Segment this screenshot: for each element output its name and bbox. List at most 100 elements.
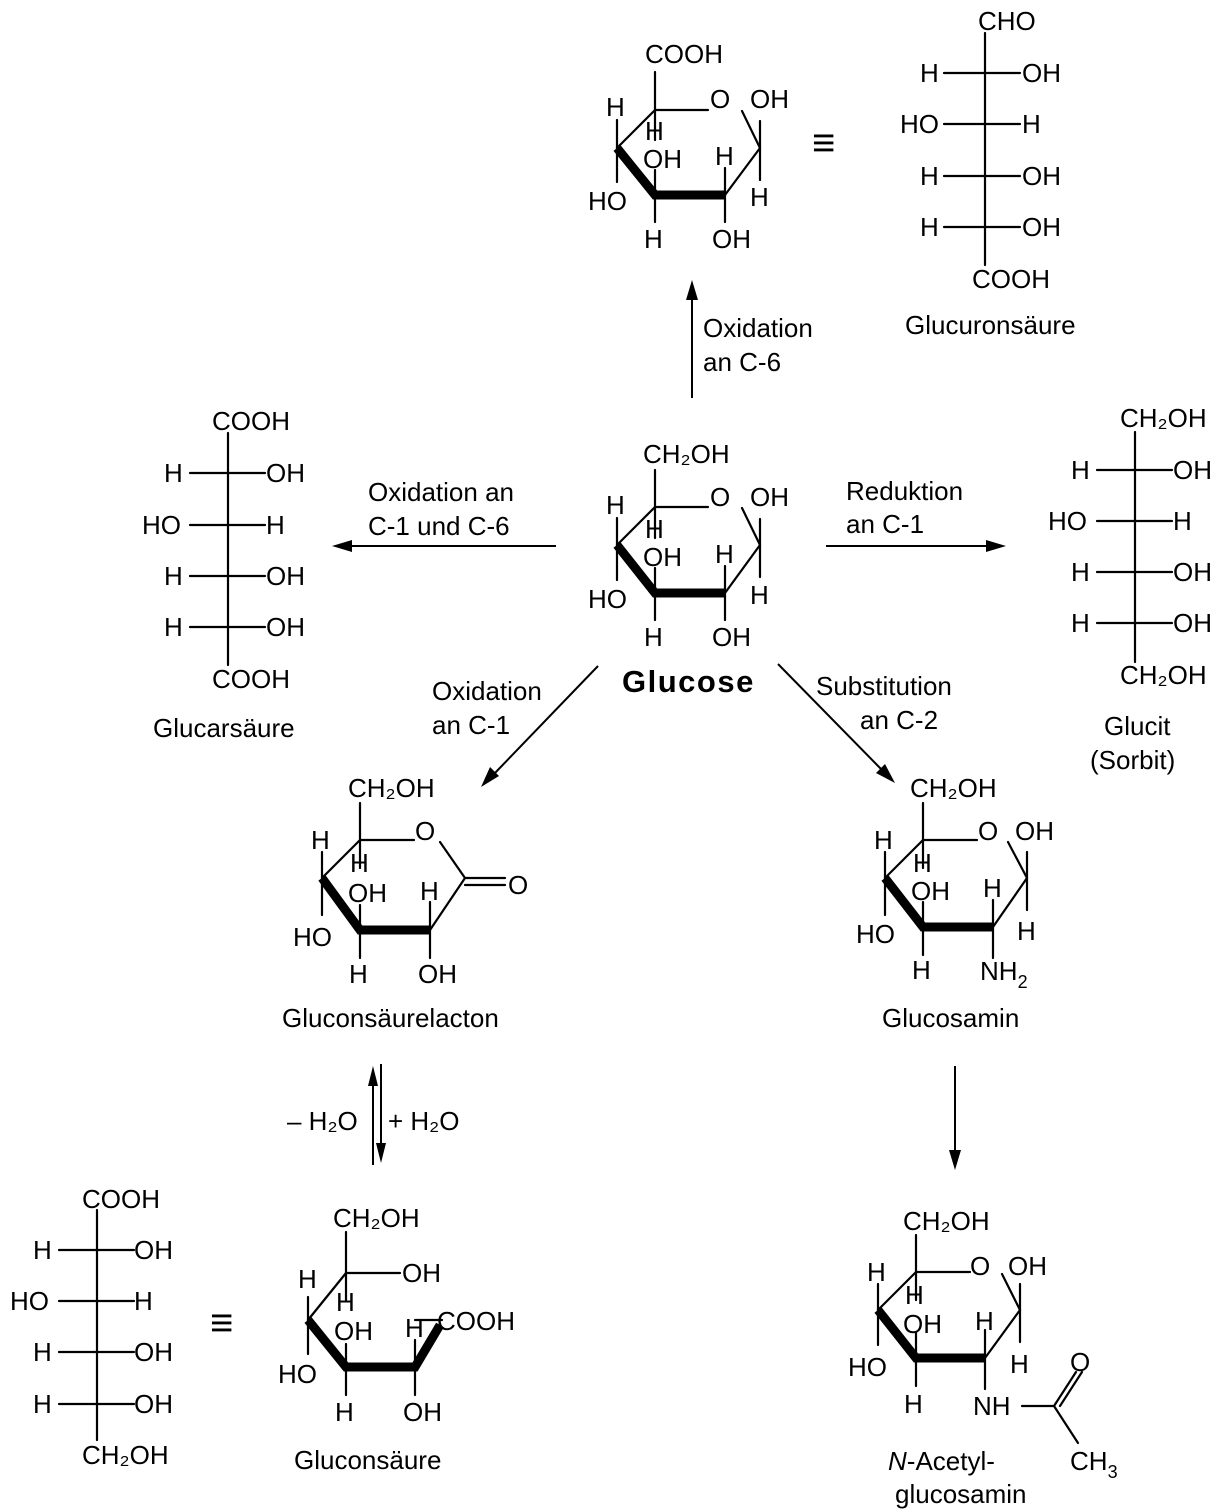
glucuron-oh-c3: OH xyxy=(643,144,682,174)
arrowhead-substitution-c2 xyxy=(876,764,895,783)
label-glucarsaeure: Glucarsäure xyxy=(153,713,295,743)
label-reduction-1: Reduktion xyxy=(846,476,963,506)
label-oxidation-c1c6-2: C-1 und C-6 xyxy=(368,511,510,541)
arrowhead-oxidation-c6 xyxy=(686,280,698,300)
lacton-carbonyl-o: O xyxy=(508,870,528,900)
fischer-cho: CHO xyxy=(978,6,1036,36)
label-substitution-1: Substitution xyxy=(816,671,952,701)
nag-nh: NH xyxy=(973,1391,1011,1421)
lacton-ring-o: O xyxy=(415,816,435,846)
glucit-ho-c3: HO xyxy=(1048,506,1087,536)
glucuronic-acid-haworth: COOH O OH H H OH H H HO H OH xyxy=(588,39,789,254)
nag-h-c2: H xyxy=(975,1306,994,1336)
glucuron-ho-c4: HO xyxy=(588,186,627,216)
gluconic-h-c2: H xyxy=(33,1235,52,1265)
label-glucose: Glucose xyxy=(622,664,755,699)
n-acetylglucosamine-haworth: CH₂OH O OH H H OH H H HO O H NH CH3 xyxy=(848,1206,1118,1482)
fischer-cooh: COOH xyxy=(972,264,1050,294)
fischer-h-c2: H xyxy=(920,58,939,88)
glucose-ring-o: O xyxy=(710,482,730,512)
label-minus-water: – H₂O xyxy=(287,1106,358,1136)
glucose-ho-c4: HO xyxy=(588,584,627,614)
lacton-oh-c2: OH xyxy=(418,959,457,989)
glucosamin-ho-c4: HO xyxy=(856,919,895,949)
glucose-h-c1: H xyxy=(750,580,769,610)
glucit-h-c4: H xyxy=(1071,557,1090,587)
fischer-h-c4: H xyxy=(920,161,939,191)
glucar-oh-c5: OH xyxy=(266,612,305,642)
glucar-h-c2: H xyxy=(164,458,183,488)
gluconic-h-oh-c3: OH xyxy=(334,1316,373,1346)
nag-ho-c4: HO xyxy=(848,1352,887,1382)
label-reduction-2: an C-1 xyxy=(846,509,924,539)
gluconic-h-c5: H xyxy=(33,1389,52,1419)
glucar-h-c4: H xyxy=(164,561,183,591)
glucit-oh-c2: OH xyxy=(1173,455,1212,485)
nag-h-c3: H xyxy=(904,1389,923,1419)
gluconic-h-h-c2: H xyxy=(405,1313,424,1343)
glucosamin-h-c2: H xyxy=(983,873,1002,903)
arrowhead-acetylation xyxy=(949,1150,961,1170)
fischer-h-c5: H xyxy=(920,212,939,242)
lacton-ho-c4: HO xyxy=(293,922,332,952)
nag-h-c1: H xyxy=(1010,1349,1029,1379)
fischer-oh-c4: OH xyxy=(1022,161,1061,191)
fischer-ho-c3: HO xyxy=(900,109,939,139)
glucosamine-haworth: CH₂OH O OH H H OH H H HO H NH2 xyxy=(856,773,1054,992)
glucosamin-h-c1: H xyxy=(1017,916,1036,946)
gluconic-h-ch2oh: CH₂OH xyxy=(333,1203,420,1233)
label-oxidation-c6-2: an C-6 xyxy=(703,347,781,377)
gluconic-h-ho-c4: HO xyxy=(278,1359,317,1389)
label-glucit: Glucit xyxy=(1104,711,1171,741)
glucit-h-c2: H xyxy=(1071,455,1090,485)
lacton-h-c4: H xyxy=(311,825,330,855)
glucit-oh-c4: OH xyxy=(1173,557,1212,587)
glucitol-fischer: CH₂OH H OH HO H H OH H OH CH₂OH xyxy=(1048,403,1212,690)
arrowhead-equilibrium-up xyxy=(368,1066,378,1086)
gluconic-ch2oh: CH₂OH xyxy=(82,1440,169,1470)
arrow-oxidation-c1 xyxy=(493,665,599,775)
label-oxidation-c1-1: Oxidation xyxy=(432,676,542,706)
label-glucosamin: Glucosamin xyxy=(882,1003,1019,1033)
label-glucuronsaeure: Glucuronsäure xyxy=(905,310,1076,340)
glucit-oh-c5: OH xyxy=(1173,608,1212,638)
label-oxidation-c1-2: an C-1 xyxy=(432,710,510,740)
label-substitution-2: an C-2 xyxy=(860,705,938,735)
label-gluconolacton: Gluconsäurelacton xyxy=(282,1003,499,1033)
fischer-oh-c5: OH xyxy=(1022,212,1061,242)
nag-oh-c3: OH xyxy=(903,1309,942,1339)
glucose-h-c3: H xyxy=(644,622,663,652)
nag-oh-c1: OH xyxy=(1008,1251,1047,1281)
gluconic-h-oh-c2: OH xyxy=(403,1397,442,1427)
label-gluconsaeure: Gluconsäure xyxy=(294,1445,441,1475)
glucar-h-c3: H xyxy=(266,510,285,540)
arrow-substitution-c2 xyxy=(777,663,883,771)
equivalence-sign-bottom: ≡ xyxy=(210,1301,233,1345)
lacton-h-c5: H xyxy=(350,848,369,878)
glucosamin-ch2oh: CH₂OH xyxy=(910,773,997,803)
glucar-cooh-bottom: COOH xyxy=(212,664,290,694)
glucar-cooh-top: COOH xyxy=(212,406,290,436)
label-sorbit: (Sorbit) xyxy=(1090,745,1175,775)
label-oxidation-c1c6-1: Oxidation an xyxy=(368,477,514,507)
glucit-ch2oh-bottom: CH₂OH xyxy=(1120,660,1207,690)
nag-ch3: CH3 xyxy=(1070,1446,1118,1482)
lacton-h-c3: H xyxy=(349,959,368,989)
gluconic-oh-c4: OH xyxy=(134,1337,173,1367)
arrowhead-reduction-c1 xyxy=(986,540,1006,552)
equivalence-sign-top: ≡ xyxy=(812,121,835,165)
glucuron-h-c3: H xyxy=(644,224,663,254)
lacton-ch2oh: CH₂OH xyxy=(348,773,435,803)
glucose-oh-c3: OH xyxy=(643,542,682,572)
label-glucosamin-2: glucosamin xyxy=(895,1479,1027,1509)
fischer-h-c3: H xyxy=(1022,109,1041,139)
glucuron-h-c4: H xyxy=(606,92,625,122)
glucuron-h-c2: H xyxy=(715,141,734,171)
glucosamin-h-c4: H xyxy=(874,825,893,855)
arrowhead-oxidation-c1-c6 xyxy=(332,540,352,552)
gluconic-acid-haworth: CH₂OH OH H H OH H COOH HO H OH xyxy=(278,1203,515,1427)
glucosamin-nh2: NH2 xyxy=(980,956,1028,992)
glucuron-h-c5: H xyxy=(645,116,664,146)
glucit-h-c5: H xyxy=(1071,608,1090,638)
glucose-haworth: CH₂OH O OH H H OH H H HO H OH xyxy=(588,439,789,652)
